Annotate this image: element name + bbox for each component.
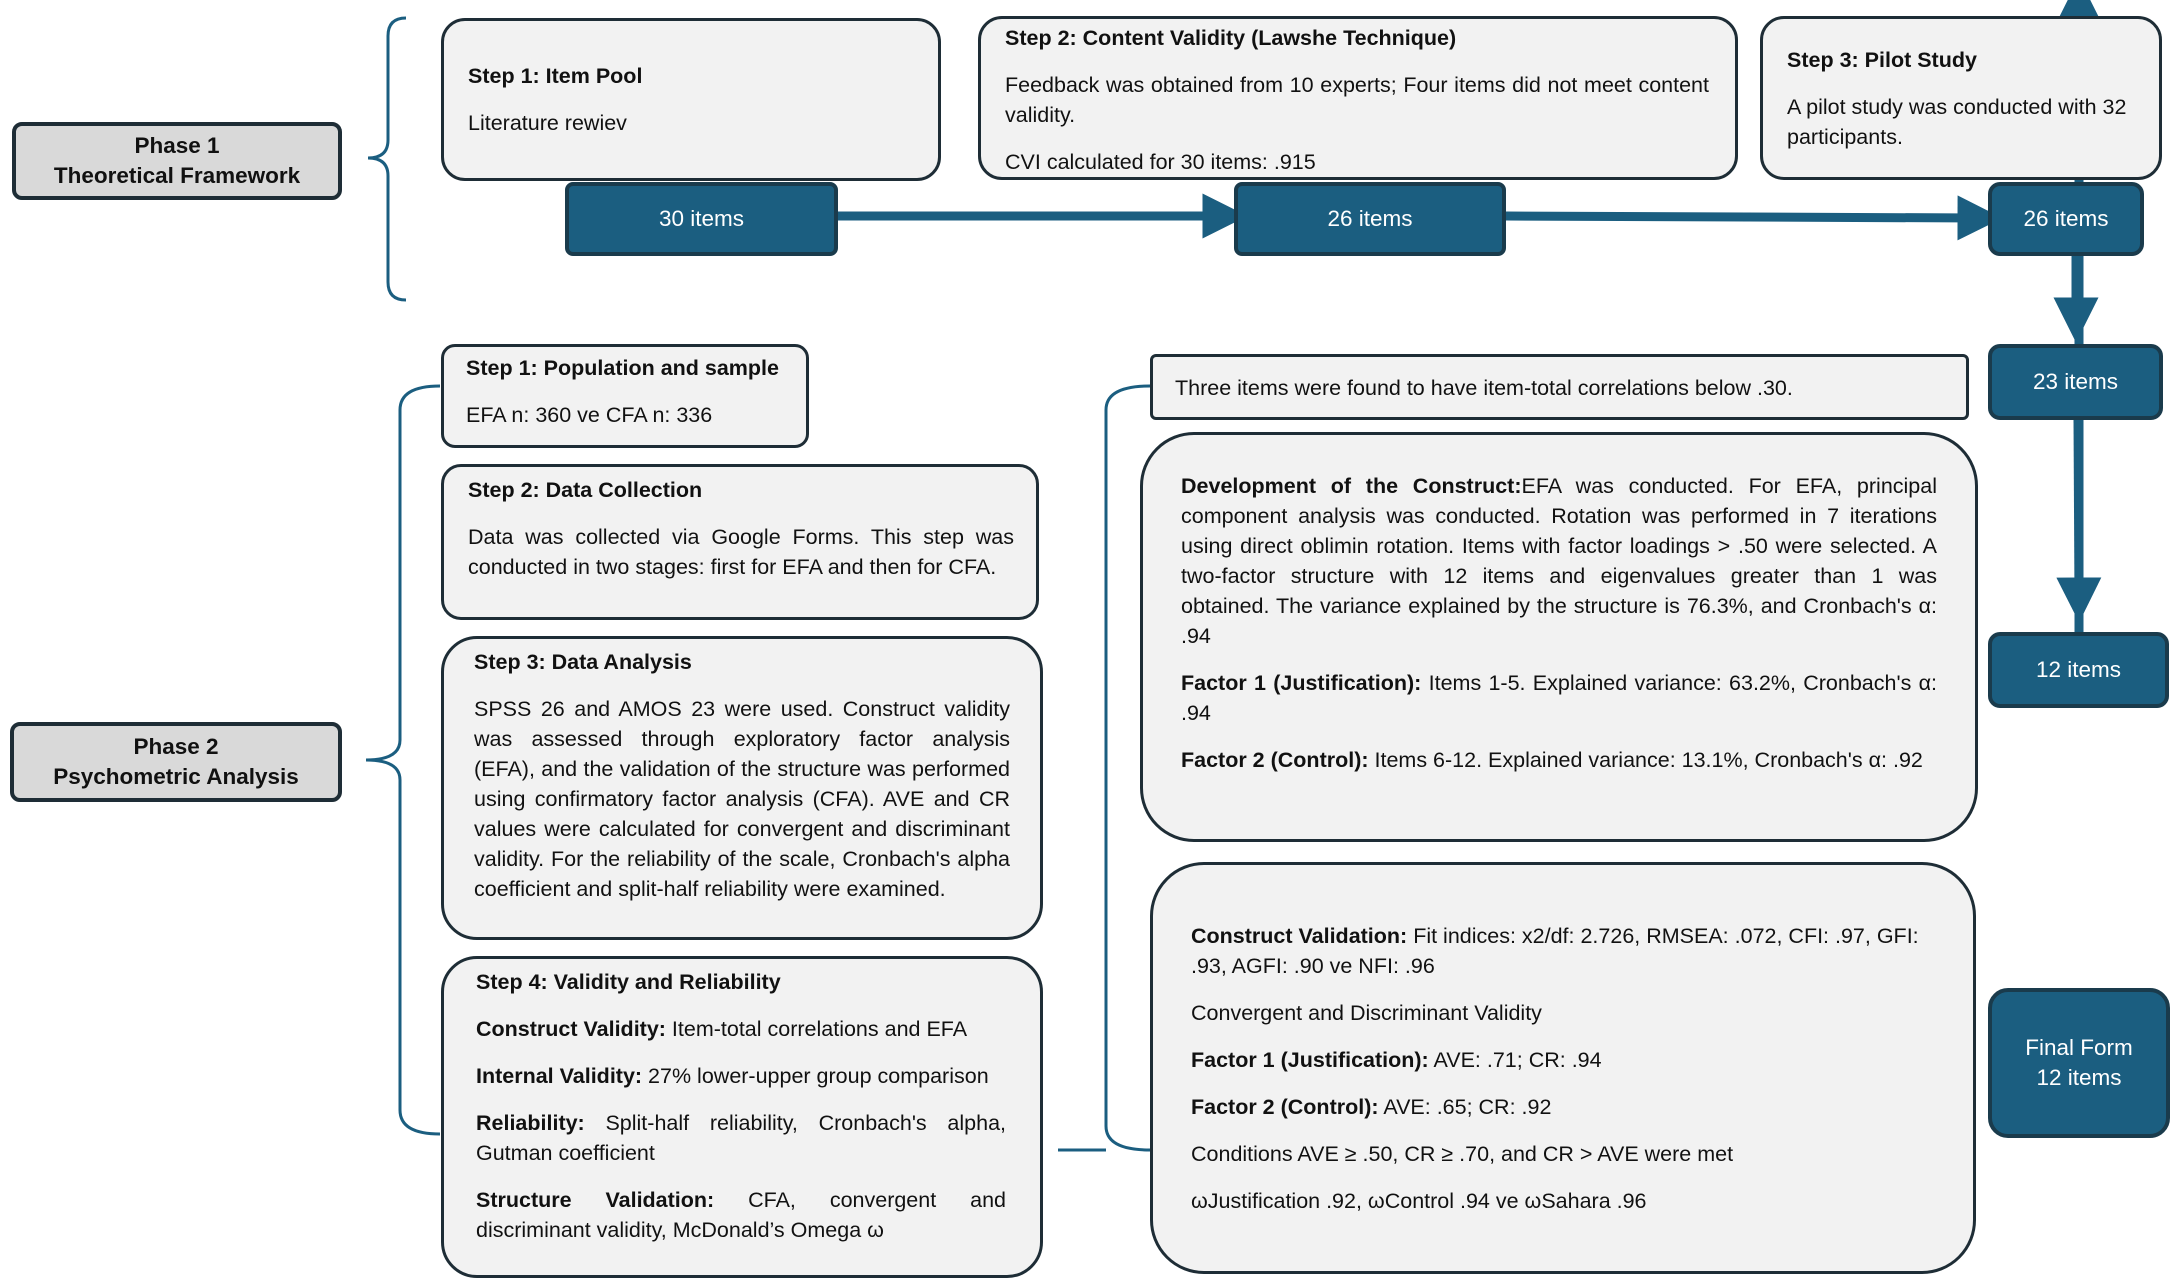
iv-label: Internal Validity:	[476, 1064, 643, 1088]
p2-step2-text: Data was collected via Google Forms. Thi…	[468, 525, 1014, 579]
p2-step3-box: Step 3: Data Analysis SPSS 26 and AMOS 2…	[441, 636, 1043, 940]
p2-step3-text: SPSS 26 and AMOS 23 were used. Construct…	[474, 697, 1010, 901]
construct-dev-para: Development of the Construct:EFA was con…	[1181, 471, 1937, 651]
phase2-line1: Phase 2	[133, 734, 219, 759]
construct-val-cdv: Convergent and Discriminant Validity	[1191, 1001, 1542, 1025]
construct-val-f2-text: AVE: .65; CR: .92	[1378, 1095, 1552, 1119]
construct-val-para: Construct Validation: Fit indices: x2/df…	[1191, 921, 1937, 981]
construct-val-f1: Factor 1 (Justification): AVE: .71; CR: …	[1191, 1045, 1937, 1075]
construct-dev-f2: Factor 2 (Control): Items 6-12. Explaine…	[1181, 745, 1937, 775]
construct-val-conditions: Conditions AVE ≥ .50, CR ≥ .70, and CR >…	[1191, 1142, 1734, 1166]
count-26a-text: 26 items	[1327, 206, 1413, 231]
construct-dev-box: Development of the Construct:EFA was con…	[1140, 432, 1978, 842]
sv-text: CFA, convergent and discriminant validit…	[476, 1188, 1006, 1242]
count-30-items: 30 items	[565, 182, 838, 256]
phase1-brace	[367, 16, 407, 302]
phase2-label: Phase 2 Psychometric Analysis	[10, 722, 342, 802]
final-form-line1: Final Form	[2025, 1035, 2133, 1060]
construct-dev-f1-label: Factor 1 (Justification):	[1181, 671, 1422, 695]
phase1-label: Phase 1 Theoretical Framework	[12, 122, 342, 200]
count-23-items: 23 items	[1988, 344, 2163, 420]
rel-label: Reliability:	[476, 1111, 585, 1135]
p2-step4-sv: Structure Validation: CFA, convergent an…	[476, 1185, 1006, 1245]
p1-step1-box: Step 1: Item Pool Literature rewiev	[441, 18, 941, 181]
p2-step4-rel: Reliability: Split-half reliability, Cro…	[476, 1108, 1006, 1168]
p2-step3-title: Step 3: Data Analysis	[474, 650, 692, 674]
rel-text: Split-half reliability, Cronbach's alpha…	[476, 1111, 1006, 1165]
p2-step1-box: Step 1: Population and sample EFA n: 360…	[441, 344, 809, 448]
iv-text: 27% lower-upper group comparison	[642, 1064, 989, 1088]
construct-val-omega: ωJustification .92, ωControl .94 ve ωSah…	[1191, 1189, 1647, 1213]
p2-step4-title: Step 4: Validity and Reliability	[476, 970, 781, 994]
count-26b-text: 26 items	[2023, 206, 2109, 231]
item-total-text: Three items were found to have item-tota…	[1175, 376, 1793, 400]
sv-label: Structure Validation:	[476, 1188, 715, 1212]
count-23-text: 23 items	[2032, 369, 2119, 394]
construct-dev-f2-text: Items 6-12. Explained variance: 13.1%, C…	[1368, 748, 1923, 772]
phase1-line2: Theoretical Framework	[53, 163, 301, 188]
p1-step3-box: Step 3: Pilot Study A pilot study was co…	[1760, 16, 2162, 180]
construct-dev-text: EFA was conducted. For EFA, principal co…	[1181, 474, 1938, 648]
count-12-text: 12 items	[2035, 657, 2122, 682]
construct-val-f2-label: Factor 2 (Control):	[1191, 1095, 1379, 1119]
arrow-26-to-26	[1505, 195, 2003, 241]
construct-dev-f2-label: Factor 2 (Control):	[1181, 748, 1369, 772]
p2-step4-cv: Construct Validity: Item-total correlati…	[476, 1014, 1006, 1044]
p1-step2-box: Step 2: Content Validity (Lawshe Techniq…	[978, 16, 1738, 180]
count-26-items-a: 26 items	[1234, 182, 1506, 256]
item-total-box: Three items were found to have item-tota…	[1150, 354, 1969, 420]
p2-step2-title: Step 2: Data Collection	[468, 478, 703, 502]
results-brace	[1104, 384, 1151, 1152]
construct-val-f1-text: AVE: .71; CR: .94	[1428, 1048, 1602, 1072]
final-form-box: Final Form 12 items	[1988, 988, 2170, 1138]
p1-step2-title: Step 2: Content Validity (Lawshe Techniq…	[1005, 26, 1457, 50]
p2-step2-box: Step 2: Data Collection Data was collect…	[441, 464, 1039, 620]
construct-dev-label: Development of the Construct:	[1181, 474, 1522, 498]
p1-step3-title: Step 3: Pilot Study	[1787, 48, 1977, 72]
cv-label: Construct Validity:	[476, 1017, 666, 1041]
construct-dev-f1: Factor 1 (Justification): Items 1-5. Exp…	[1181, 668, 1937, 728]
count-30-text: 30 items	[658, 206, 745, 231]
construct-val-label: Construct Validation:	[1191, 924, 1408, 948]
p1-step3-text: A pilot study was conducted with 32 part…	[1787, 95, 2127, 149]
phase2-brace	[365, 384, 441, 1136]
count-26-items-b: 26 items	[1988, 182, 2144, 256]
p2-step1-text: EFA n: 360 ve CFA n: 336	[466, 403, 713, 427]
construct-val-f2: Factor 2 (Control): AVE: .65; CR: .92	[1191, 1092, 1937, 1122]
phase1-line1: Phase 1	[134, 133, 220, 158]
count-12-items: 12 items	[1988, 632, 2169, 708]
cv-text: Item-total correlations and EFA	[665, 1017, 968, 1041]
construct-val-text: Fit indices: x2/df: 2.726, RMSEA: .072, …	[1191, 924, 1919, 978]
phase2-line2: Psychometric Analysis	[53, 764, 299, 789]
p1-step2-text1: Feedback was obtained from 10 experts; F…	[1005, 73, 1709, 127]
construct-val-f1-label: Factor 1 (Justification):	[1191, 1048, 1429, 1072]
p1-step1-title: Step 1: Item Pool	[468, 64, 643, 88]
p2-step4-iv: Internal Validity: 27% lower-upper group…	[476, 1061, 1006, 1091]
construct-val-box: Construct Validation: Fit indices: x2/df…	[1150, 862, 1976, 1274]
final-form-line2: 12 items	[2036, 1065, 2122, 1090]
p2-step1-title: Step 1: Population and sample	[466, 356, 779, 380]
p1-step2-text2: CVI calculated for 30 items: .915	[1005, 150, 1316, 174]
construct-dev-f1-text: Items 1-5. Explained variance: 63.2%, Cr…	[1181, 671, 1938, 725]
p1-step1-text: Literature rewiev	[468, 111, 627, 135]
p2-step4-box: Step 4: Validity and Reliability Constru…	[441, 956, 1043, 1278]
